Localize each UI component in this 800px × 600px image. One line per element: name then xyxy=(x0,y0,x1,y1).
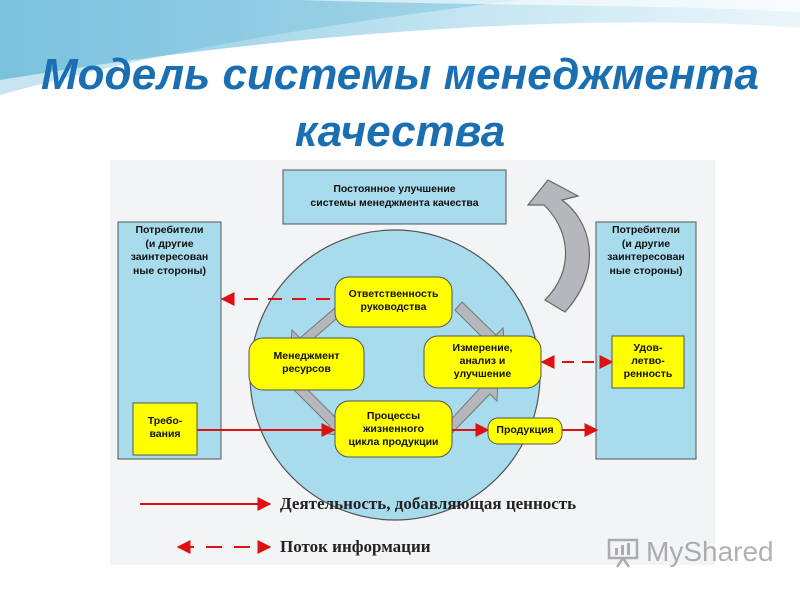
customers-right-label: Потребители (и другие заинтересован ные … xyxy=(607,224,685,277)
measurement-box xyxy=(423,335,542,389)
page-title-line-1: Модель системы менеджмента xyxy=(40,50,760,99)
resource-management-box xyxy=(248,337,365,391)
customers-left-label: Потребители (и другие заинтересован ные … xyxy=(130,224,209,277)
requirements-box xyxy=(132,402,198,456)
watermark: MyShared xyxy=(606,532,776,572)
product-label: Продукция xyxy=(496,424,554,436)
processes-label: Процессы жизненного цикла продукции xyxy=(348,410,439,448)
improvement-cycle-arrow xyxy=(526,179,590,313)
requirements-label: Требо- вания xyxy=(147,415,183,440)
processes-box xyxy=(334,400,453,458)
management-responsibility-box xyxy=(334,276,453,328)
presentation-icon xyxy=(607,538,639,568)
watermark-text: MyShared xyxy=(646,536,774,567)
management-responsibility-label: Ответственность руководства xyxy=(348,288,439,313)
satisfaction-box xyxy=(611,335,685,389)
improvement-box xyxy=(282,169,507,225)
product-box xyxy=(487,417,563,445)
resource-management-label: Менеджмент ресурсов xyxy=(273,350,340,375)
legend-info-label: Поток информации xyxy=(280,537,431,556)
improvement-label: Постоянное улучшение системы менеджмента… xyxy=(310,183,479,209)
satisfaction-label: Удов- летво- ренность xyxy=(623,342,673,380)
page-title-line-2: качества xyxy=(294,107,506,156)
measurement-label: Измерение, анализ и улучшение xyxy=(452,342,513,380)
legend-value-label: Деятельность, добавляющая ценность xyxy=(280,494,577,513)
header-swoosh-decoration xyxy=(0,0,800,95)
